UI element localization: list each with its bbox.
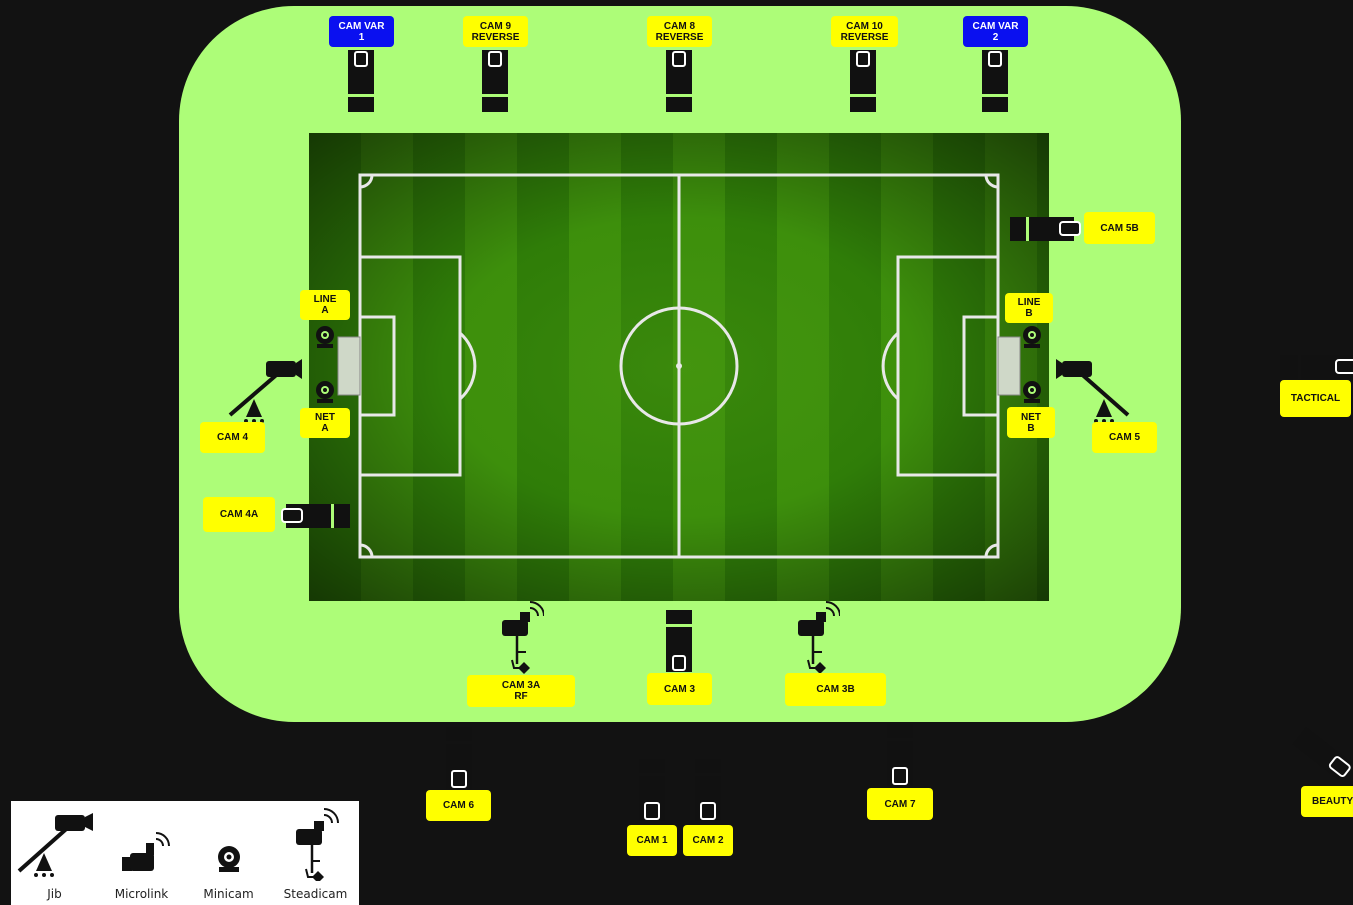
beauty-label[interactable]: BEAUTY [1301,786,1353,817]
net-a-minicam-icon[interactable] [314,380,336,404]
cam3a-steadicam-icon[interactable] [500,598,544,676]
cam9-label[interactable]: CAM 9 REVERSE [463,16,528,47]
pitch-markings [309,133,1049,601]
cam5-label[interactable]: CAM 5 [1092,422,1157,453]
cam2-label[interactable]: CAM 2 [683,825,733,856]
cam-var1-label[interactable]: CAM VAR 1 [329,16,394,47]
cam2-icon[interactable] [694,759,722,823]
legend-jib-label: Jib [11,887,98,901]
line-b-minicam-icon[interactable] [1021,325,1043,349]
tactical-label[interactable]: TACTICAL [1280,380,1351,417]
net-b-label[interactable]: NET B [1007,407,1055,438]
net-b-minicam-icon[interactable] [1021,380,1043,404]
cam5b-label[interactable]: CAM 5B [1084,212,1155,244]
cam3a-label[interactable]: CAM 3A RF [467,675,575,707]
cam5b-icon[interactable] [1010,216,1084,242]
cam7-label[interactable]: CAM 7 [867,788,933,820]
cam3-label[interactable]: CAM 3 [647,673,712,705]
cam3b-steadicam-icon[interactable] [796,598,840,676]
cam5-jib-icon[interactable] [1056,355,1134,425]
cam4-label[interactable]: CAM 4 [200,422,265,453]
cam4-jib-icon[interactable] [226,355,304,425]
cam3b-label[interactable]: CAM 3B [785,673,886,706]
cam1-icon[interactable] [638,759,666,823]
legend-microlink: Microlink [98,801,185,905]
legend-steadicam: Steadicam [272,801,359,905]
steadicam-icon [272,801,359,881]
cam8-label[interactable]: CAM 8 REVERSE [647,16,712,47]
cam-var2-icon[interactable] [981,50,1009,112]
cam10-icon[interactable] [849,50,877,112]
cam6-icon[interactable] [445,727,473,791]
cam-var1-icon[interactable] [347,50,375,112]
net-a-label[interactable]: NET A [300,408,350,438]
jib-icon [11,801,98,881]
cam7-icon[interactable] [886,724,914,788]
line-b-label[interactable]: LINE B [1005,293,1053,323]
tactical-cam-icon[interactable] [1280,354,1353,380]
football-pitch [309,133,1049,601]
legend: Jib Microlink Minicam [11,801,359,905]
legend-steadicam-label: Steadicam [272,887,359,901]
cam4a-icon[interactable] [280,503,352,529]
legend-jib: Jib [11,801,98,905]
cam8-icon[interactable] [665,50,693,112]
legend-minicam: Minicam [185,801,272,905]
cam3-icon[interactable] [665,610,693,674]
cam10-label[interactable]: CAM 10 REVERSE [831,16,898,47]
line-a-minicam-icon[interactable] [314,325,336,349]
beauty-cam-icon[interactable] [1290,722,1353,782]
cam1-label[interactable]: CAM 1 [627,825,677,856]
cam-var2-label[interactable]: CAM VAR 2 [963,16,1028,47]
cam6-label[interactable]: CAM 6 [426,790,491,821]
cam4a-label[interactable]: CAM 4A [203,497,275,532]
line-a-label[interactable]: LINE A [300,290,350,320]
minicam-icon [185,801,272,881]
legend-minicam-label: Minicam [185,887,272,901]
cam9-icon[interactable] [481,50,509,112]
legend-microlink-label: Microlink [98,887,185,901]
microlink-icon [98,801,185,881]
